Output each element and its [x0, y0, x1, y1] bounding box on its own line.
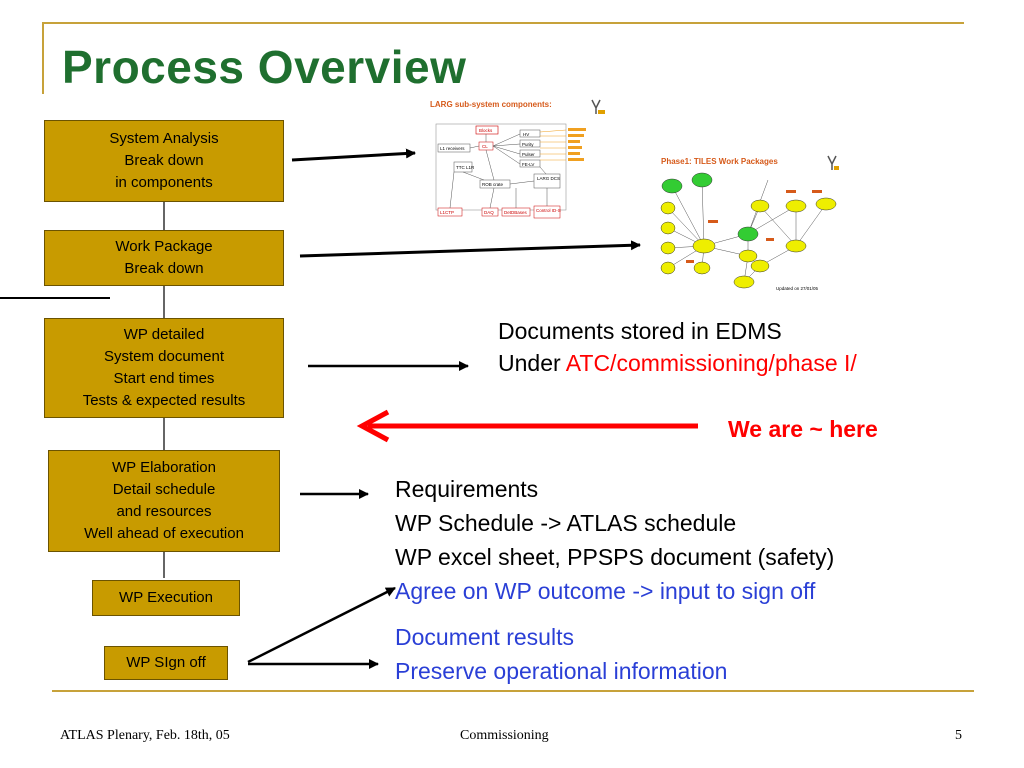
req-line: WP Schedule -> ATLAS schedule [395, 510, 737, 536]
result-line: Preserve operational information [395, 658, 728, 684]
tiles-title: Phase1: TILES Work Packages [661, 157, 778, 166]
box-line: WP detailed [123, 326, 205, 343]
box-wp-execution: WP Execution [92, 580, 240, 616]
edms-line1: Documents stored in EDMS [498, 318, 782, 344]
tiles-diagram-thumbnail: Phase1: TILES Work Packages [656, 150, 840, 296]
page-number: 5 [955, 728, 962, 743]
box-line: Break down [124, 152, 204, 169]
edms-line2: Under ATC/commissioning/phase I/ [498, 350, 857, 377]
larg-label-dcs: LARG DCS [537, 176, 560, 181]
edms-path: ATC/commissioning/phase I/ [565, 350, 857, 376]
larg-label-daq: DAQ [484, 210, 494, 215]
box-line: WP Execution [119, 589, 213, 606]
tiles-logo-icon [827, 155, 839, 170]
larg-diagram-thumbnail: LARG sub-system components: Blocks L1 re… [424, 96, 608, 224]
larg-label-ttc: TTC L1R [456, 165, 475, 170]
larg-title: LARG sub-system components: [430, 100, 552, 109]
arrow-to-larg [291, 148, 416, 162]
tiles-updated: Updated on 27/01/05 [776, 286, 819, 291]
box-line: Detail schedule [112, 481, 216, 498]
larg-label-control: Control ID-S [536, 208, 561, 213]
box-wp-detailed: WP detailed System document Start end ti… [44, 318, 284, 418]
top-rule [42, 22, 964, 24]
results-block: Document results Preserve operational in… [395, 620, 727, 688]
larg-label-l1ctp: L1CTP [440, 210, 454, 215]
box-line: Well ahead of execution [84, 525, 244, 542]
box-line: Work Package [115, 238, 213, 255]
box-line: in components [115, 174, 213, 191]
tiles-diagram-svg: Phase1: TILES Work Packages [660, 155, 839, 291]
box-wp-elaboration: WP Elaboration Detail schedule and resou… [48, 450, 280, 552]
larg-diagram-svg: LARG sub-system components: Blocks L1 re… [430, 99, 605, 219]
larg-label-felv: FE-LV [522, 162, 534, 167]
bottom-rule [52, 690, 974, 692]
box-line: Tests & expected results [82, 392, 246, 409]
box-line: WP SIgn off [126, 654, 206, 671]
here-arrow-head [356, 409, 390, 443]
box-line: System Analysis [109, 130, 219, 147]
arrow-to-agree [247, 586, 396, 664]
larg-label-pulser: Pulser [522, 152, 535, 157]
larg-logo-icon [591, 99, 605, 114]
box-line: Start end times [113, 370, 215, 387]
slide-title: Process Overview [62, 41, 467, 93]
box-line: and resources [116, 503, 212, 520]
larg-label-blocks: Blocks [479, 128, 493, 133]
requirements-block: Requirements WP Schedule -> ATLAS schedu… [395, 472, 834, 608]
box-wp-signoff: WP SIgn off [104, 646, 228, 680]
req-line: Requirements [395, 476, 539, 502]
footer-left: ATLAS Plenary, Feb. 18th, 05 [60, 728, 230, 743]
larg-label-l1rec: L1 receivers [440, 146, 465, 151]
larg-label-detdb: DetDBases [504, 210, 528, 215]
arrow-to-tiles [299, 240, 641, 258]
req-line-blue: Agree on WP outcome -> input to sign off [395, 578, 816, 604]
left-rule [42, 22, 44, 94]
larg-label-rob: ROB crate [482, 182, 504, 187]
larg-label-hv: HV [523, 132, 529, 137]
box-system-analysis: System Analysis Break down in components [44, 120, 284, 202]
box-line: WP Elaboration [112, 459, 216, 476]
larg-label-purity: Purity [522, 142, 534, 147]
footer-center: Commissioning [460, 728, 549, 743]
box-line: Break down [124, 260, 204, 277]
req-line: WP excel sheet, PPSPS document (safety) [395, 544, 835, 570]
result-line: Document results [395, 624, 574, 650]
we-are-here-label: We are ~ here [728, 416, 878, 442]
box-line: System document [103, 348, 225, 365]
box-work-package: Work Package Break down [44, 230, 284, 286]
larg-label-cl: CL [482, 144, 488, 149]
edms-under: Under [498, 350, 566, 376]
